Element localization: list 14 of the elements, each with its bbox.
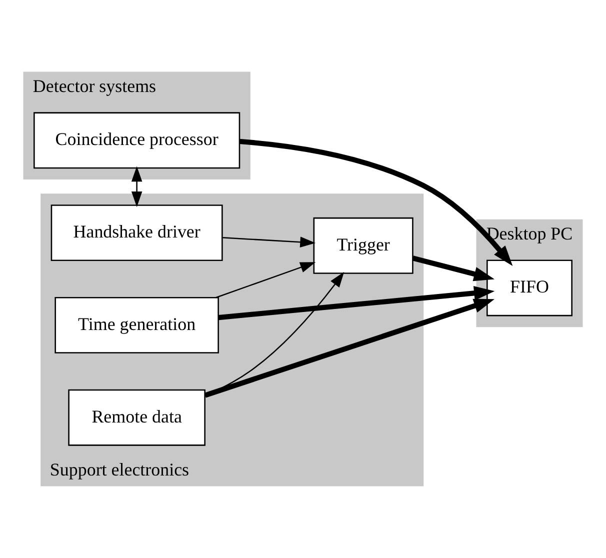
arrow [222, 236, 316, 248]
arrow [204, 298, 494, 398]
node-box: Time generation [54, 296, 219, 354]
node-box: Handshake driver [50, 204, 223, 262]
arrow [131, 166, 142, 207]
arrow [204, 272, 344, 396]
arrow [218, 286, 495, 320]
arrow [216, 262, 316, 298]
arrow [412, 256, 495, 282]
arrow [239, 138, 513, 266]
node-box: FIFO [486, 260, 572, 316]
node-box: Coincidence processor [34, 112, 240, 169]
node-box: Trigger [313, 217, 414, 274]
node-box: Remote data [68, 389, 206, 446]
